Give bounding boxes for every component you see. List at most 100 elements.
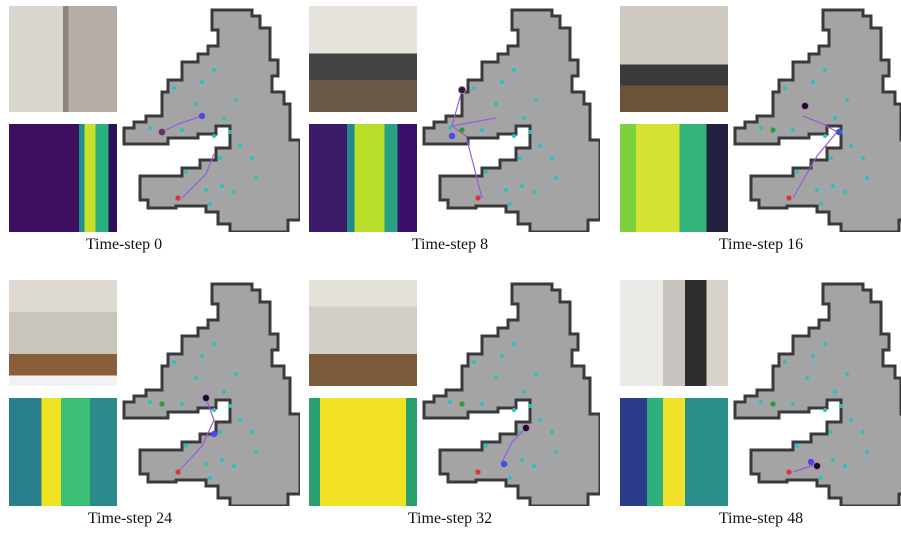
- agent-marker: [835, 128, 843, 136]
- graph-node: [232, 190, 236, 194]
- graph-node: [815, 188, 819, 192]
- caption: Time-step 32: [407, 510, 493, 527]
- caption: Time-step 0: [85, 236, 163, 253]
- map-svg: [733, 282, 901, 506]
- graph-node: [200, 80, 204, 84]
- graph-node: [238, 418, 242, 422]
- trajectory-path: [451, 125, 483, 199]
- graph-node: [791, 128, 795, 132]
- graph-node: [795, 170, 799, 174]
- topological-map: [122, 8, 300, 232]
- graph-node: [212, 134, 216, 138]
- graph-node: [865, 176, 869, 180]
- panel-t32: Time-step 32: [300, 274, 600, 544]
- map-floor: [733, 282, 901, 506]
- graph-node: [204, 462, 208, 466]
- graph-node: [184, 170, 188, 174]
- agent-marker: [210, 430, 218, 438]
- goal-marker: [770, 127, 776, 133]
- depth-observation: [620, 398, 728, 506]
- graph-node: [833, 390, 837, 394]
- graph-node: [480, 128, 484, 132]
- graph-node: [238, 144, 242, 148]
- depth-observation: [9, 398, 117, 506]
- graph-node: [480, 402, 484, 406]
- graph-node: [839, 404, 843, 408]
- graph-node: [759, 400, 763, 404]
- graph-node: [554, 450, 558, 454]
- graph-node: [791, 402, 795, 406]
- graph-node: [520, 458, 524, 462]
- graph-node: [180, 128, 184, 132]
- graph-node: [208, 476, 212, 480]
- graph-node: [494, 376, 498, 380]
- graph-node: [234, 372, 238, 376]
- graph-node: [554, 176, 558, 180]
- graph-node: [831, 184, 835, 188]
- graph-node: [522, 390, 526, 394]
- graph-node: [795, 444, 799, 448]
- graph-node: [180, 402, 184, 406]
- graph-node: [148, 400, 152, 404]
- graph-node: [512, 134, 516, 138]
- graph-node: [534, 372, 538, 376]
- graph-node: [218, 156, 222, 160]
- graph-node: [520, 184, 524, 188]
- graph-node: [194, 102, 198, 106]
- map-svg: [122, 8, 300, 232]
- rgb-observation: [309, 6, 417, 112]
- start-marker: [175, 195, 181, 201]
- graph-node: [508, 476, 512, 480]
- topological-map: [733, 282, 901, 506]
- graph-node: [184, 444, 188, 448]
- graph-node: [534, 98, 538, 102]
- graph-node: [843, 190, 847, 194]
- current-marker: [201, 393, 211, 403]
- caption: Time-step 24: [87, 510, 173, 527]
- graph-node: [865, 450, 869, 454]
- graph-node: [212, 342, 216, 346]
- graph-node: [829, 430, 833, 434]
- panel-t0: Time-step 0: [0, 0, 300, 270]
- agent-marker: [198, 112, 206, 120]
- graph-node: [532, 464, 536, 468]
- graph-node: [254, 450, 258, 454]
- graph-node: [849, 418, 853, 422]
- graph-node: [494, 102, 498, 106]
- agent-marker: [500, 460, 508, 468]
- rgb-observation: [9, 280, 117, 386]
- graph-node: [823, 134, 827, 138]
- graph-node: [518, 156, 522, 160]
- graph-node: [484, 444, 488, 448]
- graph-node: [194, 376, 198, 380]
- rgb-observation: [309, 280, 417, 386]
- map-floor: [733, 8, 901, 232]
- map-floor: [122, 8, 300, 232]
- graph-node: [538, 144, 542, 148]
- agent-marker: [807, 458, 815, 466]
- goal-marker: [459, 127, 465, 133]
- graph-node: [500, 354, 504, 358]
- topological-map: [422, 282, 600, 506]
- goal-marker: [459, 401, 465, 407]
- graph-node: [823, 68, 827, 72]
- graph-node: [212, 408, 216, 412]
- graph-node: [811, 354, 815, 358]
- depth-observation: [309, 398, 417, 506]
- current-marker: [457, 85, 467, 95]
- start-marker: [786, 469, 792, 475]
- graph-node: [232, 464, 236, 468]
- current-marker: [800, 101, 810, 111]
- graph-node: [538, 418, 542, 422]
- graph-node: [220, 184, 224, 188]
- caption: Time-step 16: [718, 236, 804, 253]
- graph-node: [250, 156, 254, 160]
- graph-node: [222, 390, 226, 394]
- graph-node: [200, 354, 204, 358]
- graph-node: [512, 68, 516, 72]
- graph-node: [811, 80, 815, 84]
- graph-node: [250, 430, 254, 434]
- graph-node: [845, 372, 849, 376]
- graph-node: [783, 86, 787, 90]
- panel-t24: Time-step 24: [0, 274, 300, 544]
